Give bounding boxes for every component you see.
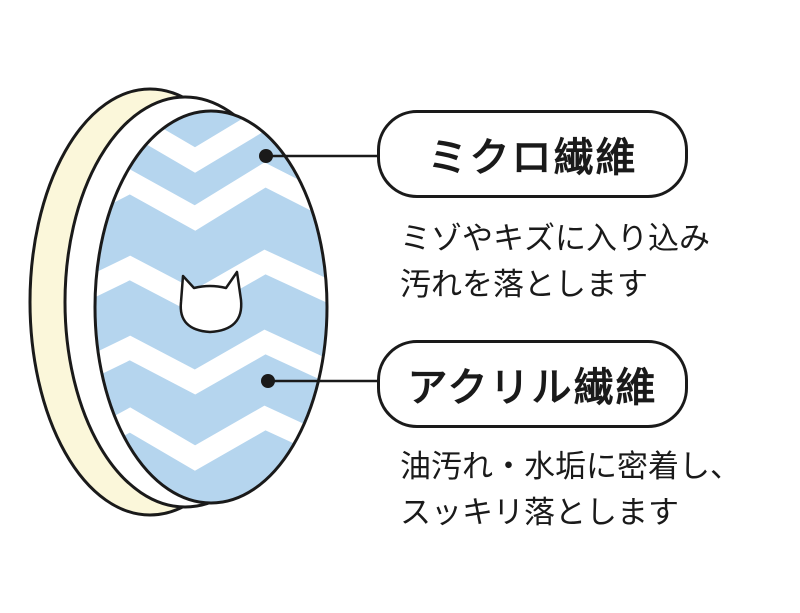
leader-dot-acrylic xyxy=(261,374,275,388)
description-line: 汚れを落とします xyxy=(400,267,648,303)
description-line: 油汚れ・水垢に密着し、 xyxy=(400,449,741,485)
label-micro-fiber-title: ミクロ繊維 xyxy=(427,135,638,181)
description-micro-fiber: ミゾやキズに入り込み 汚れを落とします xyxy=(400,216,710,308)
label-acrylic-fiber-title: アクリル繊維 xyxy=(407,365,658,411)
label-acrylic-fiber: アクリル繊維 xyxy=(377,340,688,428)
leader-dot-micro xyxy=(259,149,273,163)
description-line: ミゾやキズに入り込み xyxy=(400,221,710,257)
label-micro-fiber: ミクロ繊維 xyxy=(377,110,688,198)
zigzag-stripe xyxy=(95,329,327,395)
cat-head-icon xyxy=(179,270,243,334)
description-line: スッキリ落とします xyxy=(400,495,679,531)
description-acrylic-fiber: 油汚れ・水垢に密着し、 スッキリ落とします xyxy=(400,444,741,536)
